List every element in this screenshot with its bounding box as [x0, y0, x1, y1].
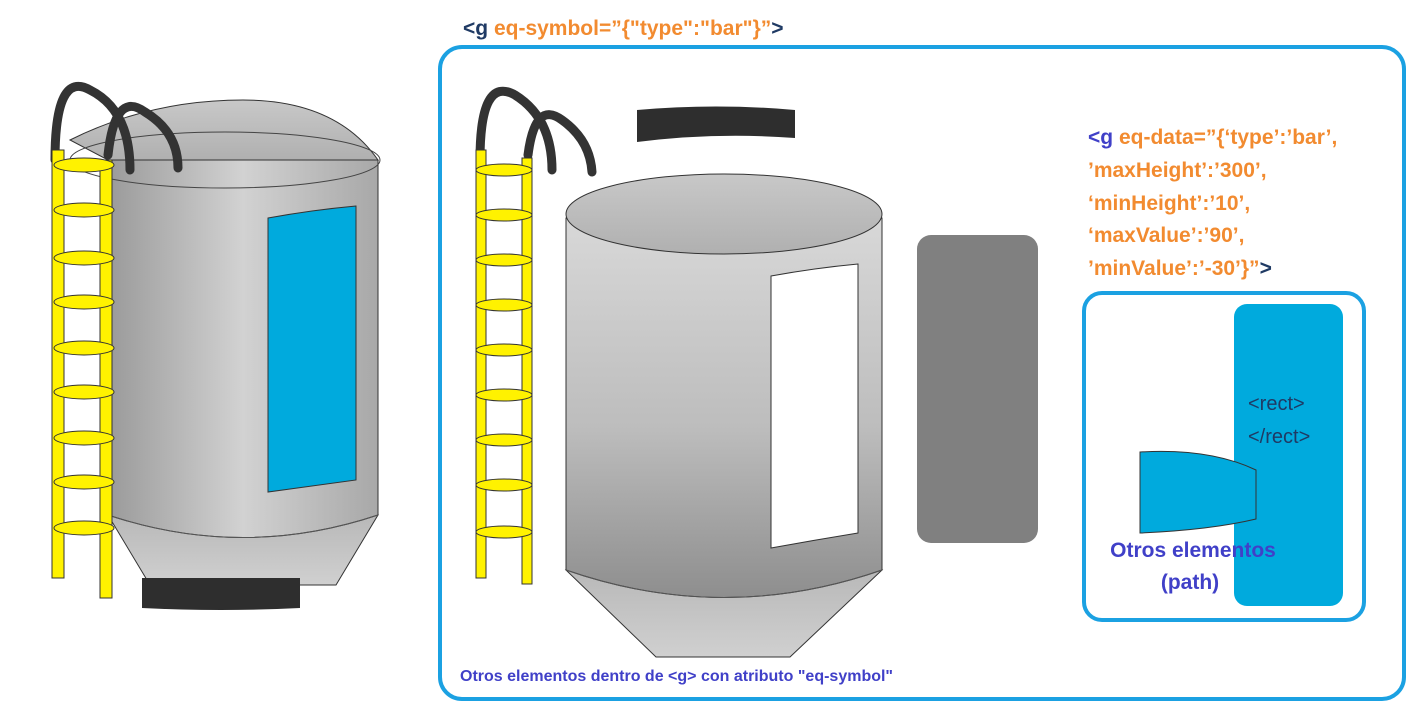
rect-tag-label: <rect> — [1248, 393, 1305, 415]
svg-text:‘minHeight’:’10’,: ‘minHeight’:’10’, — [1088, 192, 1250, 215]
level-window — [267, 205, 357, 493]
handrail-arc — [475, 86, 557, 175]
rect-element — [1234, 304, 1343, 606]
handrail-arc — [523, 110, 597, 177]
handrail-arc — [103, 102, 183, 173]
svg-text:’minValue’:’-30’}”>: ’minValue’:’-30’}”> — [1088, 257, 1272, 280]
complete-tank-symbol — [50, 81, 381, 610]
bottom-note: Otros elementos dentro de <g> con atribu… — [460, 668, 893, 685]
ladder — [475, 149, 533, 585]
rect-tag-label: </rect> — [1248, 426, 1310, 448]
exploded-tank-parts — [475, 86, 1038, 658]
eq-data-group-frame — [1082, 291, 1366, 622]
handrail-arc — [50, 81, 135, 175]
path-label: (path) — [1161, 571, 1219, 594]
eq-symbol-tag: <g eq-symbol=”{"type":"bar"}”> — [463, 17, 784, 40]
gray-bar-element — [917, 235, 1038, 543]
tank-top — [565, 173, 883, 255]
path-label: Otros elementos — [1110, 539, 1276, 562]
eq-symbol-group-frame — [438, 45, 1406, 701]
level-window-blank — [770, 263, 859, 549]
svg-text:‘maxValue’:’90’,: ‘maxValue’:’90’, — [1088, 224, 1244, 247]
svg-text:’maxHeight’:’300’,: ’maxHeight’:’300’, — [1088, 159, 1267, 182]
tank-top-ring — [637, 106, 795, 142]
svg-text:<g eq-data=”{‘type’:’bar’,: <g eq-data=”{‘type’:’bar’, — [1088, 126, 1337, 149]
path-element — [1139, 450, 1257, 534]
tank-base-ring — [142, 578, 300, 610]
ladder — [51, 149, 115, 599]
eq-data-tag: <g eq-data=”{‘type’:’bar’, ’maxHeight’:’… — [1088, 126, 1337, 280]
